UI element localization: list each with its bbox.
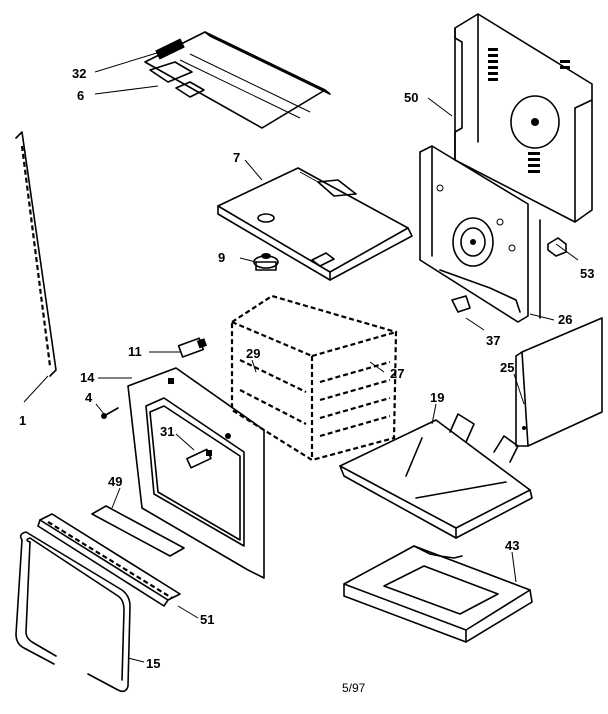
- back-frame: [419, 145, 541, 323]
- oven-bottom: [339, 413, 533, 539]
- lower-pan: [343, 545, 533, 643]
- callout-31: 31: [160, 424, 174, 439]
- oven-cavity: [230, 294, 398, 462]
- small-bracket: [451, 295, 471, 313]
- rear-panel: [454, 13, 593, 223]
- screw: [101, 407, 119, 419]
- callout-14: 14: [80, 370, 95, 385]
- callout-51: 51: [200, 612, 214, 627]
- top-panel: [217, 167, 413, 281]
- door-gasket: [15, 531, 131, 693]
- callout-26: 26: [558, 312, 572, 327]
- door-vent: [37, 513, 181, 607]
- callout-43: 43: [505, 538, 519, 553]
- callout-labels: 32 6 7 50 53 26 37 9 11 29 27 14 4 25 19…: [19, 66, 594, 671]
- callout-27: 27: [390, 366, 404, 381]
- callout-11: 11: [128, 344, 142, 359]
- light-socket: [177, 337, 208, 358]
- callout-9: 9: [218, 250, 225, 265]
- callout-37: 37: [486, 333, 500, 348]
- leader-lines: [23, 51, 579, 663]
- callout-15: 15: [146, 656, 160, 671]
- callout-29: 29: [246, 346, 260, 361]
- callout-49: 49: [108, 474, 122, 489]
- callout-50: 50: [404, 90, 418, 105]
- callout-32: 32: [72, 66, 86, 81]
- top-cover-panel: [144, 31, 331, 129]
- thermostat-knob: [253, 253, 279, 271]
- front-frame: [127, 367, 265, 579]
- callout-4: 4: [85, 390, 93, 405]
- callout-7: 7: [233, 150, 240, 165]
- callout-19: 19: [430, 390, 444, 405]
- clip-part: [547, 237, 567, 257]
- date-code: 5/97: [342, 681, 366, 695]
- vent-trim: [91, 505, 185, 557]
- callout-6: 6: [77, 88, 84, 103]
- callout-1: 1: [19, 413, 26, 428]
- side-panel: [515, 317, 603, 447]
- side-trim-strip: [15, 131, 57, 377]
- callout-53: 53: [580, 266, 594, 281]
- light-lens: [186, 448, 212, 469]
- callout-25: 25: [500, 360, 514, 375]
